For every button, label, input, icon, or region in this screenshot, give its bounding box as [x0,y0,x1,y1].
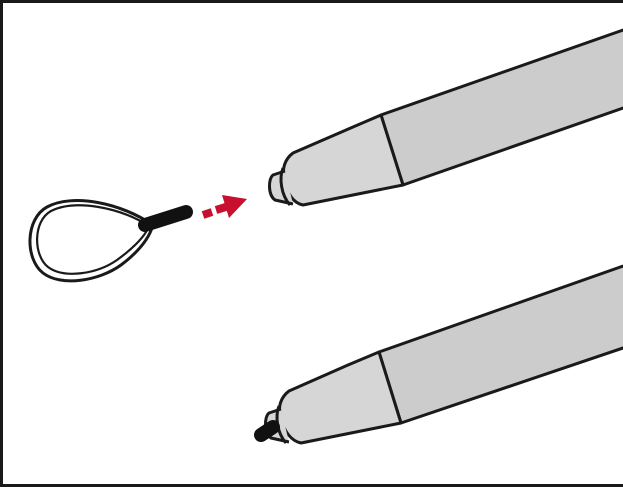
pen-bottom-lanyard-plug [254,420,280,442]
pen-top-body [379,28,623,187]
stylus-lanyard-illustration [28,28,623,445]
lanyard-plug [138,205,193,232]
lanyard-loop-inner [36,204,151,275]
pen-bottom-body [377,264,623,425]
lanyard-loop-icon [28,199,193,283]
stylus-pen-attached-icon [254,264,623,445]
insert-arrow-head [222,195,247,218]
insert-arrow-dash-1 [201,208,214,219]
pen-top-tip-ring [279,167,292,207]
insert-arrow-icon [201,195,247,219]
pen-top-cone [281,113,405,207]
lanyard-loop-outer [28,199,155,283]
pen-bottom-cone [277,350,403,445]
stylus-pen-icon [268,28,623,207]
